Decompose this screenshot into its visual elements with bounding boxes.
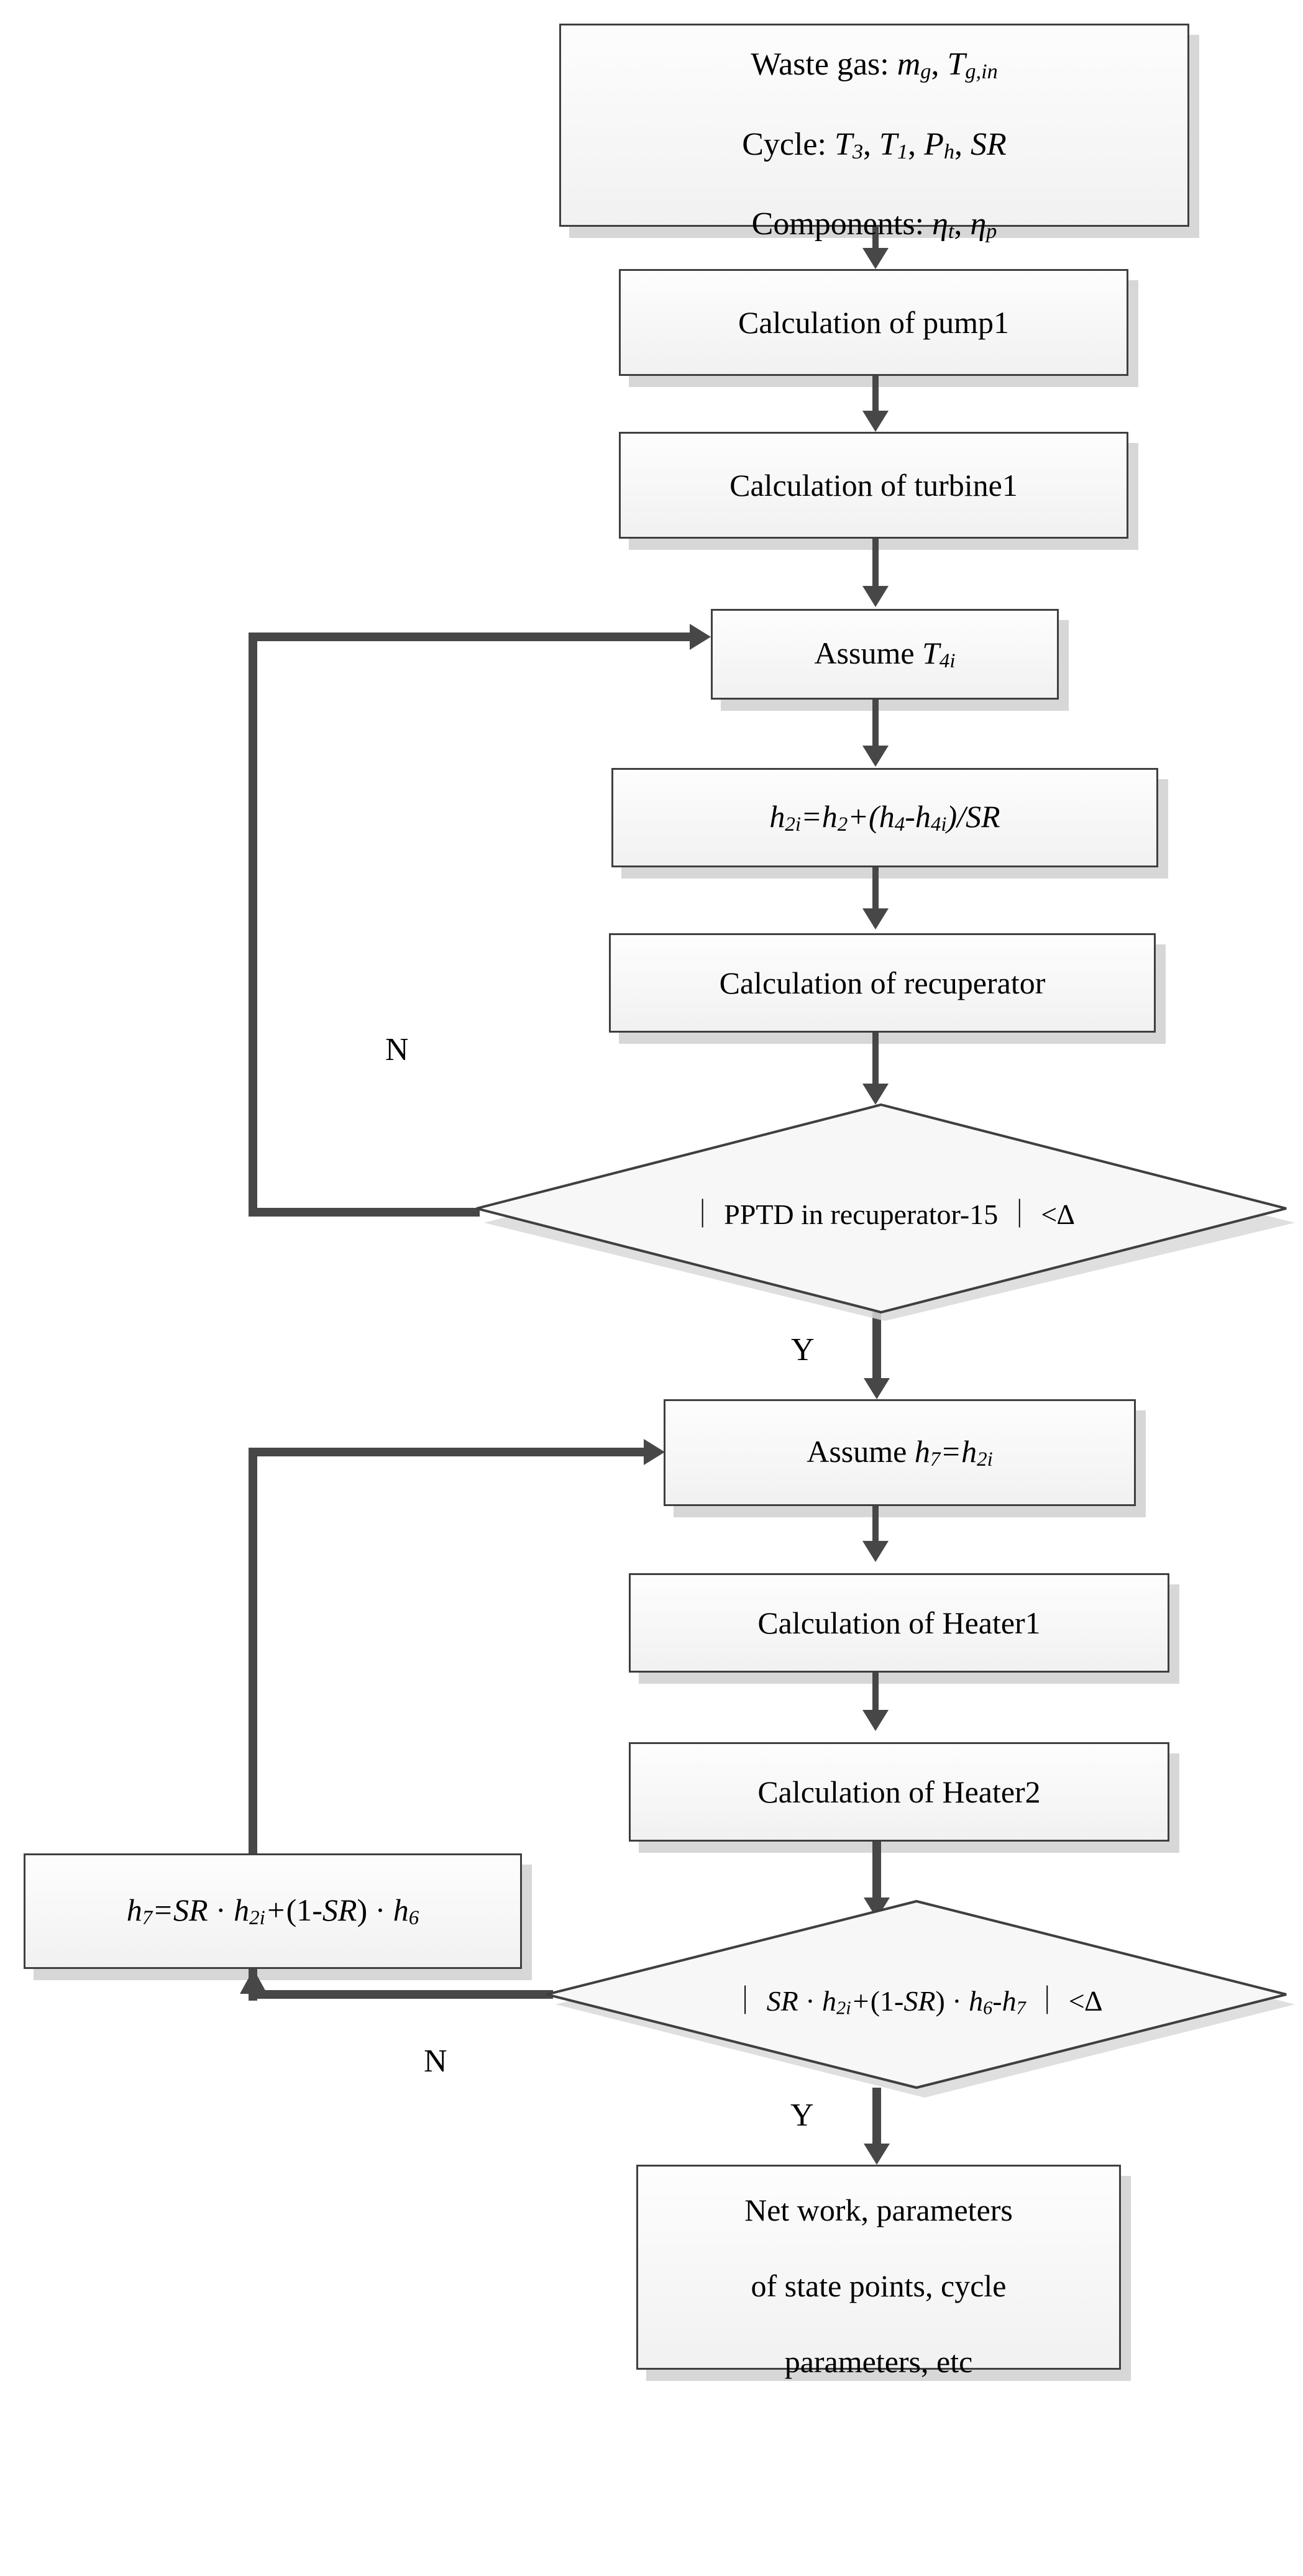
node-recuperator-label: Calculation of recuperator	[719, 965, 1046, 1000]
node-decision-h7-label: ｜ SR · h2i+(1-SR) · h6-h7 ｜ <∆	[731, 1985, 1102, 2019]
node-decision-h7[interactable]: ｜ SR · h2i+(1-SR) · h6-h7 ｜ <∆	[546, 1899, 1295, 2098]
arrowhead-right	[644, 1439, 665, 1465]
node-h2i-equation[interactable]: h2i=h2+(h4-h4i)/SR	[611, 768, 1158, 867]
arrowhead-down	[862, 746, 889, 767]
loopback-1-vertical	[249, 633, 257, 1217]
node-pump1-label: Calculation of pump1	[738, 304, 1010, 340]
arrowhead-down	[862, 586, 889, 607]
loopback-1-horizontal-top	[249, 633, 691, 641]
loop2-bottom-line	[249, 1990, 553, 1999]
inputs-line-2: Cycle: T3, T1, Ph, SR	[742, 126, 1007, 163]
node-h2i-equation-label: h2i=h2+(h4-h4i)/SR	[769, 799, 1000, 836]
connector-assume-h7-to-heater1	[872, 1506, 879, 1545]
connector-decision1-yes	[872, 1312, 881, 1382]
node-recuperator[interactable]: Calculation of recuperator	[609, 933, 1156, 1033]
branch-label-yes-2: Y	[790, 2098, 814, 2133]
node-inputs[interactable]: Waste gas: mg, Tg,in Cycle: T3, T1, Ph, …	[559, 24, 1189, 243]
node-heater2[interactable]: Calculation of Heater2	[629, 1742, 1169, 1842]
arrowhead-down	[864, 1378, 890, 1399]
output-line-3: parameters, etc	[784, 2344, 973, 2379]
loop2-vertical-from-h7box-top	[249, 1448, 257, 1855]
branch-label-no-2: N	[424, 2044, 447, 2079]
connector-decision2-yes	[872, 2088, 881, 2147]
node-pump1[interactable]: Calculation of pump1	[619, 269, 1128, 376]
arrowhead-down	[862, 1084, 889, 1105]
node-output-text: Net work, parameters of state points, cy…	[638, 2154, 1119, 2381]
node-heater2-label: Calculation of Heater2	[757, 1774, 1041, 1809]
loopback-1-horizontal-bottom	[249, 1208, 480, 1217]
arrowhead-down	[862, 1541, 889, 1562]
node-inputs-text: Waste gas: mg, Tg,in Cycle: T3, T1, Ph, …	[561, 6, 1187, 245]
branch-label-no-1: N	[385, 1032, 409, 1067]
arrowhead-down	[862, 1710, 889, 1731]
branch-label-yes-1: Y	[791, 1332, 815, 1368]
node-decision-recuperator-label: ｜ PPTD in recuperator-15 ｜ <∆	[688, 1199, 1075, 1230]
node-assume-t4i[interactable]: Assume T4i	[711, 609, 1059, 700]
arrowhead-up	[240, 1969, 267, 1994]
connector-recuperator-to-decision1	[872, 1033, 879, 1087]
connector-turbine1-to-assume-t4i	[872, 539, 879, 590]
connector-heater1-to-heater2	[872, 1673, 879, 1714]
output-line-2: of state points, cycle	[751, 2268, 1007, 2303]
node-assume-t4i-label: Assume T4i	[814, 636, 956, 673]
arrowhead-down	[862, 908, 889, 929]
inputs-line-3: Components: ηt, ηp	[751, 206, 997, 244]
connector-pump1-to-turbine1	[872, 376, 879, 414]
inputs-line-1: Waste gas: mg, Tg,in	[751, 47, 998, 84]
output-line-1: Net work, parameters	[744, 2193, 1013, 2227]
node-h7-equation[interactable]: h7=SR · h2i+(1-SR) · h6	[24, 1853, 522, 1969]
node-turbine1[interactable]: Calculation of turbine1	[619, 432, 1128, 539]
arrowhead-down	[862, 248, 889, 269]
connector-assume-t4i-to-h2i	[872, 700, 879, 749]
node-h7-equation-label: h7=SR · h2i+(1-SR) · h6	[126, 1893, 419, 1930]
node-heater1[interactable]: Calculation of Heater1	[629, 1573, 1169, 1673]
node-assume-h7[interactable]: Assume h7=h2i	[664, 1399, 1136, 1506]
node-output[interactable]: Net work, parameters of state points, cy…	[636, 2165, 1121, 2379]
connector-heater2-to-decision2	[872, 1842, 881, 1901]
loop2-horizontal-top	[249, 1448, 645, 1456]
connector-h2i-to-recuperator	[872, 867, 879, 912]
arrowhead-right	[690, 624, 711, 650]
node-assume-h7-label: Assume h7=h2i	[807, 1434, 993, 1471]
arrowhead-down	[864, 2144, 890, 2165]
connector-inputs-to-pump1	[872, 227, 879, 252]
node-heater1-label: Calculation of Heater1	[757, 1605, 1041, 1640]
node-decision-recuperator[interactable]: ｜ PPTD in recuperator-15 ｜ <∆	[476, 1103, 1295, 1321]
arrowhead-down	[862, 411, 889, 432]
node-turbine1-label: Calculation of turbine1	[729, 467, 1018, 503]
